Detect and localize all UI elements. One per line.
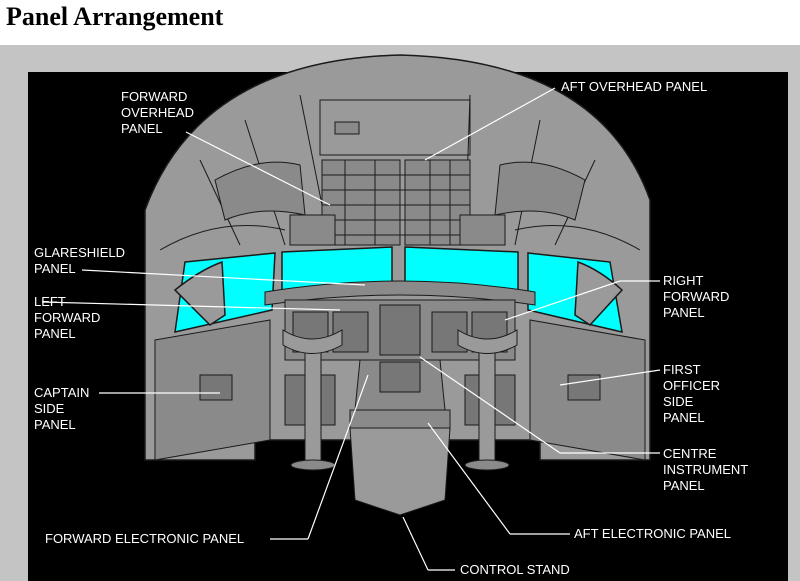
label-left-forward-panel: LEFT FORWARD PANEL [34, 294, 101, 341]
label-forward-overhead-panel: FORWARD OVERHEAD PANEL [121, 89, 194, 136]
label-forward-electronic-panel: FORWARD ELECTRONIC PANEL [45, 531, 245, 546]
control-stand [349, 427, 451, 516]
aft-electronic-panel [349, 409, 451, 431]
label-aft-overhead-panel: AFT OVERHEAD PANEL [561, 79, 708, 94]
captain-control-column [304, 339, 322, 466]
label-first-officer-side-panel: FIRST OFFICER SIDE PANEL [663, 362, 721, 425]
label-captain-side-panel: CAPTAIN SIDE PANEL [34, 385, 90, 432]
aft-overhead-panel [404, 159, 471, 246]
forward-overhead-panel [321, 159, 401, 246]
label-aft-electronic-panel: AFT ELECTRONIC PANEL [574, 526, 731, 541]
label-right-forward-panel: RIGHT FORWARD PANEL [663, 273, 730, 320]
glareshield-panel [264, 280, 536, 306]
label-glareshield-panel: GLARESHIELD PANEL [34, 245, 126, 276]
label-control-stand: CONTROL STAND [460, 562, 570, 577]
label-centre-instrument-panel: CENTRE INSTRUMENT PANEL [663, 446, 749, 493]
leader-lines [41, 87, 661, 571]
cockpit-shell [144, 54, 651, 461]
page-title: Panel Arrangement [6, 2, 224, 31]
